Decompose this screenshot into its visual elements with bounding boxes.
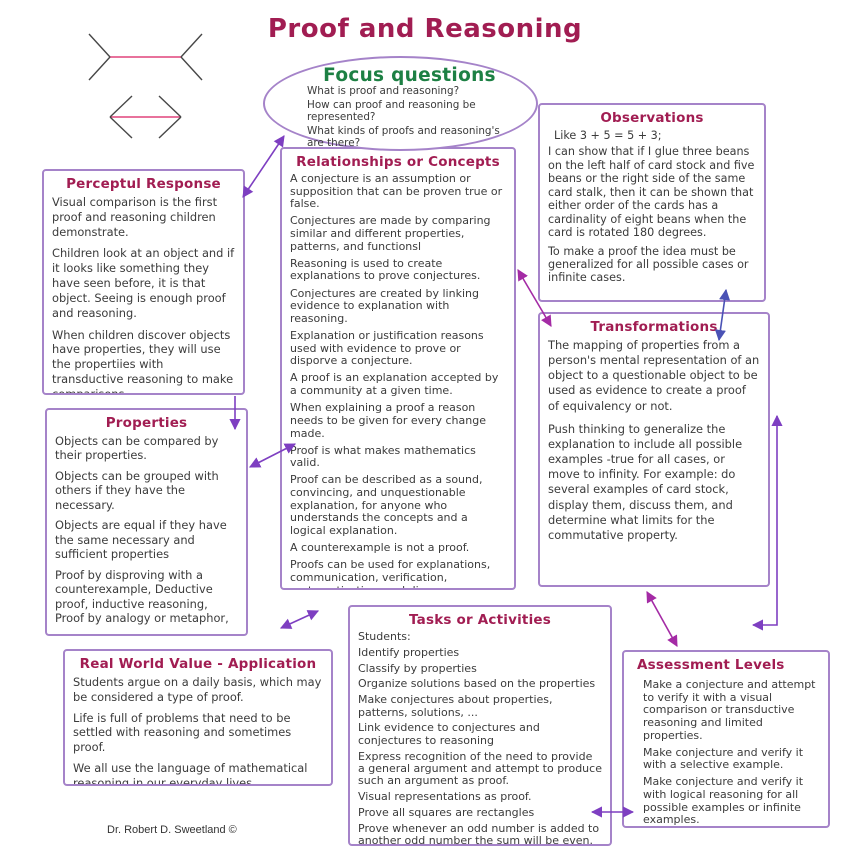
- paragraph: Life is full of problems that need to be…: [73, 710, 292, 755]
- paragraph: Conjectures are created by linking evide…: [290, 286, 479, 325]
- paragraph: To make a proof the idea must be general…: [548, 244, 749, 285]
- paragraph: A counterexample is not a proof.: [290, 541, 470, 555]
- paragraph: Explanation or justification reasons use…: [290, 329, 484, 368]
- paragraph: Proof by disproving with a counterexampl…: [55, 567, 229, 626]
- box-real-world-value-application: Real World Value - Application Students …: [63, 649, 333, 786]
- paragraph: We all use the language of mathematical …: [73, 761, 308, 786]
- task-item: Express recognition of the need to provi…: [358, 749, 602, 788]
- paragraph: Make conjecture and verify it with a sel…: [643, 745, 804, 772]
- focus-questions-title: Focus questions: [323, 65, 496, 86]
- task-item: Prove whenever an odd number is added to…: [358, 821, 600, 846]
- paragraph: Make a conjecture and attempt to verify …: [643, 678, 816, 742]
- paragraph: A proof is an explanation accepted by a …: [290, 371, 499, 398]
- box-title: Properties: [105, 415, 188, 431]
- paragraph: Objects are equal if they have the same …: [55, 518, 227, 562]
- box-relationships-or-concepts: Relationships or Concepts A conjecture i…: [280, 147, 516, 590]
- page-title: Proof and Reasoning: [267, 14, 583, 44]
- focus-question: How can proof and reasoning be represent…: [307, 99, 476, 123]
- paragraph: Children look at an object and if it loo…: [52, 246, 235, 320]
- paragraph: Reasoning is used to create explanations…: [290, 256, 481, 283]
- focus-question: What is proof and reasoning?: [307, 85, 460, 97]
- connector-properties-tasks: [279, 610, 320, 629]
- box-title: Tasks or Activities: [409, 612, 551, 628]
- task-item: Make conjectures about properties, patte…: [358, 693, 553, 719]
- paragraph: Proofs can be used for explanations, com…: [290, 558, 491, 588]
- paragraph: When explaining a proof a reason needs t…: [290, 401, 486, 440]
- box-transformations: Transformations The mapping of propertie…: [538, 312, 770, 587]
- box-title: Observations: [600, 110, 704, 126]
- box-properties: Properties Objects can be compared by th…: [45, 408, 248, 636]
- paragraph: Make conjecture and verify it with logic…: [643, 775, 804, 827]
- muller-lyer-arrowheads-figure: [109, 95, 182, 139]
- box-title: Relationships or Concepts: [296, 154, 500, 170]
- focus-questions-ellipse: Focus questions What is proof and reason…: [263, 56, 538, 151]
- box-assessment-levels: Assessment Levels Make a conjecture and …: [622, 650, 830, 828]
- paragraph: When children discover objects have prop…: [52, 327, 234, 395]
- paragraph: Like 3 + 5 = 5 + 3;: [554, 129, 662, 142]
- paragraph: The mapping of properties from a person'…: [548, 338, 760, 413]
- box-tasks-or-activities: Tasks or Activities Students: Identify p…: [348, 605, 612, 846]
- box-title: Assessment Levels: [637, 657, 785, 673]
- paragraph: I can show that if I glue three beans on…: [548, 145, 755, 240]
- paragraph: Objects can be grouped with others if th…: [55, 468, 219, 512]
- connector-perceptual-focus: [242, 135, 285, 198]
- focus-question: What kinds of proofs and reasoning's are…: [307, 124, 500, 149]
- task-item: Prove all squares are rectangles: [358, 805, 535, 819]
- connector-transformations-assessment: [646, 591, 678, 647]
- paragraph: Visual comparison is the first proof and…: [52, 195, 218, 239]
- paragraph: Students argue on a daily basis, which m…: [73, 675, 322, 704]
- paragraph: Proof can be described as a sound, convi…: [290, 473, 483, 538]
- box-observations: Observations Like 3 + 5 = 5 + 3; I can s…: [538, 103, 766, 302]
- task-item: Identify properties: [358, 645, 460, 659]
- box-title: Real World Value - Application: [79, 656, 317, 672]
- paragraph: Proof is what makes mathematics valid.: [290, 443, 476, 470]
- task-item: Visual representations as proof.: [358, 789, 532, 803]
- box-title: Perceptul Response: [66, 176, 221, 192]
- paragraph: Objects can be compared by their propert…: [55, 434, 219, 463]
- box-title: Transformations: [590, 319, 718, 335]
- box-perceptual-response: Perceptul Response Visual comparison is …: [42, 169, 245, 395]
- task-item: Organize solutions based on the properti…: [358, 677, 596, 691]
- task-item: Students:: [358, 630, 411, 643]
- attribution-text: Dr. Robert D. Sweetland ©: [107, 824, 237, 836]
- paragraph: Push thinking to generalize the explanat…: [548, 421, 743, 542]
- paragraph: Conjectures are made by comparing simila…: [290, 214, 491, 253]
- task-item: Link evidence to conjectures and conject…: [358, 721, 540, 747]
- task-item: Classify by properties: [358, 661, 477, 675]
- paragraph: A conjecture is an assumption or supposi…: [290, 172, 503, 211]
